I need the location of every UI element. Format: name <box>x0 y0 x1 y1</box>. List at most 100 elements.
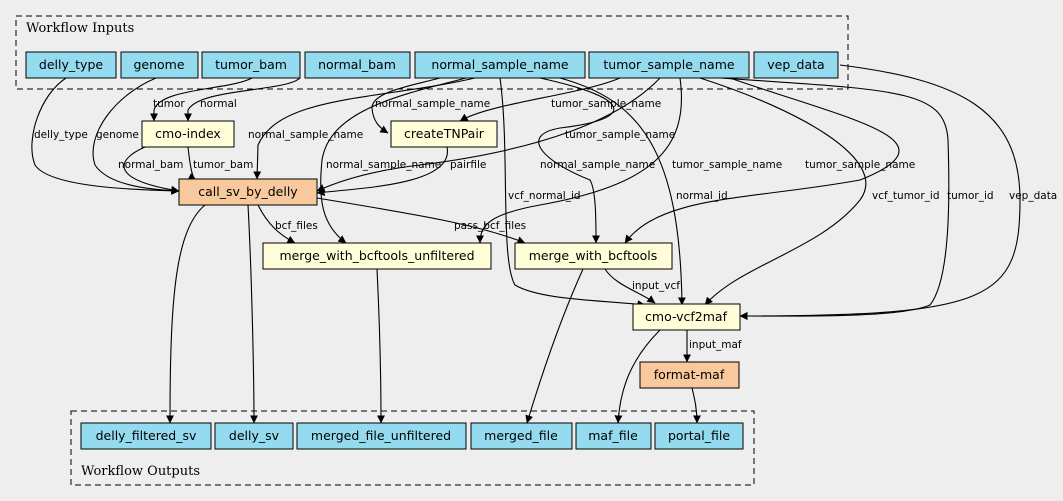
node-merge-with-bcftools-unfiltered-label: merge_with_bcftools_unfiltered <box>279 248 474 263</box>
node-merge-with-bcftools-unfiltered[interactable]: merge_with_bcftools_unfiltered <box>262 242 492 270</box>
edge-normal-sample-normal-id <box>559 77 686 306</box>
edge-normal-sample-to-createTNPair <box>371 77 441 134</box>
node-cmo-vcf2maf-label: cmo-vcf2maf <box>645 309 728 324</box>
edge-tumor-sample-to-merge <box>624 77 900 244</box>
edge-label-genome: genome <box>96 129 139 141</box>
edge-delly-type-to-delly <box>31 77 180 195</box>
node-delly-type[interactable]: delly_type <box>25 51 117 79</box>
node-merged-file-unfiltered[interactable]: merged_file_unfiltered <box>296 422 467 450</box>
edge-normal-bam-to-cmo-index <box>184 77 301 122</box>
node-delly-type-label: delly_type <box>39 57 103 72</box>
node-call-sv-by-delly-label: call_sv_by_delly <box>198 184 298 199</box>
edge-merge-unfiltered-to-merged-file-unfiltered <box>376 268 385 424</box>
node-portal-file[interactable]: portal_file <box>654 422 744 450</box>
edge-bcf-files-to-merge-unfiltered <box>257 204 296 244</box>
workflow-inputs-label: Workflow Inputs <box>26 21 134 36</box>
edge-tumor-sample-to-createTNPair <box>459 77 621 122</box>
edge-label-vcf-tumor-id: vcf_tumor_id <box>872 190 940 202</box>
node-normal-sample-name[interactable]: normal_sample_name <box>414 51 586 79</box>
node-maf-file[interactable]: maf_file <box>575 422 652 450</box>
node-normal-bam[interactable]: normal_bam <box>304 51 411 79</box>
node-cmo-index-label: cmo-index <box>155 126 221 141</box>
edge-tumor-sample-to-merge-unfiltered <box>476 77 682 244</box>
edge-merge-to-merged-file <box>525 268 584 424</box>
node-genome[interactable]: genome <box>120 51 199 79</box>
node-createTNPair-label: createTNPair <box>404 126 485 141</box>
edges <box>31 64 1021 424</box>
edge-tumor-sample-vcf-tumor-id <box>699 77 867 306</box>
edge-label-pairfile: pairfile <box>450 159 486 171</box>
node-cmo-index[interactable]: cmo-index <box>141 120 235 148</box>
edge-label-normal-sample-name-3: normal_sample_name <box>326 159 441 171</box>
edge-label-tumor-id: tumor_id <box>947 190 994 202</box>
node-delly-sv[interactable]: delly_sv <box>214 422 294 450</box>
edge-pairfile-to-delly <box>316 146 448 197</box>
edge-normal-bam-index-to-delly <box>123 146 180 194</box>
node-genome-label: genome <box>133 57 184 72</box>
node-tumor-sample-name-label: tumor_sample_name <box>603 57 734 72</box>
step-nodes: cmo-index createTNPair call_sv_by_delly … <box>141 120 741 389</box>
node-delly-filtered-sv-label: delly_filtered_sv <box>96 428 197 443</box>
edge-label-tumor-bam: tumor_bam <box>193 159 253 171</box>
edge-label-input-vcf: input_vcf <box>632 280 680 292</box>
edge-label-tumor-sample-name-4: tumor_sample_name <box>805 159 915 171</box>
node-merged-file[interactable]: merged_file <box>470 422 573 450</box>
edge-label-vcf-normal-id: vcf_normal_id <box>508 190 581 202</box>
edge-label-bcf-files: bcf_files <box>275 220 318 232</box>
node-call-sv-by-delly[interactable]: call_sv_by_delly <box>178 178 318 206</box>
node-maf-file-label: maf_file <box>588 428 638 443</box>
node-normal-sample-name-label: normal_sample_name <box>431 57 569 72</box>
edge-label-tumor-sample-name-2: tumor_sample_name <box>565 129 675 141</box>
node-delly-sv-label: delly_sv <box>229 428 280 443</box>
edge-pass-bcf-to-merge <box>316 197 526 244</box>
node-normal-bam-label: normal_bam <box>318 57 396 72</box>
input-nodes: delly_type genome tumor_bam normal_bam n… <box>25 51 839 79</box>
edge-genome-to-delly <box>92 77 180 195</box>
node-cmo-vcf2maf[interactable]: cmo-vcf2maf <box>632 303 741 331</box>
output-nodes: delly_filtered_sv delly_sv merged_file_u… <box>80 422 744 450</box>
edge-delly-to-delly-filtered-sv <box>166 204 206 424</box>
edge-label-normal-sample-name-1: normal_sample_name <box>375 98 490 110</box>
node-merged-file-unfiltered-label: merged_file_unfiltered <box>311 428 451 443</box>
node-delly-filtered-sv[interactable]: delly_filtered_sv <box>80 422 212 450</box>
node-vep-data[interactable]: vep_data <box>753 51 839 79</box>
edge-vcf2maf-to-maf-file <box>614 329 661 424</box>
edge-label-tumor-sample-name-3: tumor_sample_name <box>672 159 782 171</box>
edge-label-input-maf: input_maf <box>689 339 742 351</box>
edge-label-tumor: tumor <box>153 98 185 110</box>
node-format-maf-label: format-maf <box>654 367 725 382</box>
edge-normal-sample-vcf-normal-id <box>499 77 646 309</box>
node-tumor-bam-label: tumor_bam <box>215 57 287 72</box>
edge-label-delly-type: delly_type <box>34 129 88 141</box>
edge-delly-to-delly-sv <box>247 204 258 424</box>
node-vep-data-label: vep_data <box>767 57 824 72</box>
edge-label-normal-bam: normal_bam <box>118 159 183 171</box>
node-portal-file-label: portal_file <box>668 428 730 443</box>
edge-label-normal-sample-name-4: normal_sample_name <box>540 159 655 171</box>
node-merge-with-bcftools[interactable]: merge_with_bcftools <box>514 242 673 270</box>
node-tumor-sample-name[interactable]: tumor_sample_name <box>588 51 750 79</box>
workflow-outputs-cluster: Workflow Outputs <box>70 410 755 486</box>
edge-label-vep-data: vep_data <box>1009 190 1057 202</box>
edge-labels: tumor normal delly_type genome normal_ba… <box>34 98 1057 351</box>
workflow-inputs-cluster: Workflow Inputs <box>15 15 849 90</box>
node-merged-file-label: merged_file <box>484 428 558 443</box>
workflow-outputs-label: Workflow Outputs <box>81 464 200 479</box>
edge-format-maf-to-portal-file <box>691 387 701 424</box>
edge-normal-sample-to-merge <box>538 77 615 244</box>
node-merge-with-bcftools-label: merge_with_bcftools <box>529 248 658 263</box>
edge-normal-sample-to-merge-unfiltered <box>320 77 467 244</box>
node-createTNPair[interactable]: createTNPair <box>390 120 498 148</box>
node-format-maf[interactable]: format-maf <box>639 361 740 389</box>
edge-tumor-bam-to-cmo-index <box>150 77 253 122</box>
edge-label-normal-id: normal_id <box>676 190 728 202</box>
edge-label-normal: normal <box>200 98 237 110</box>
edge-label-tumor-sample-name-1: tumor_sample_name <box>551 98 661 110</box>
edge-tumor-sample-tumor-id <box>719 77 950 321</box>
edge-merge-to-vcf2maf <box>604 268 656 304</box>
edge-vep-data-to-vcf2maf <box>739 64 1021 320</box>
node-tumor-bam[interactable]: tumor_bam <box>201 51 301 79</box>
edge-label-pass-bcf-files: pass_bcf_files <box>454 220 526 232</box>
edge-label-normal-sample-name-2: normal_sample_name <box>248 129 363 141</box>
